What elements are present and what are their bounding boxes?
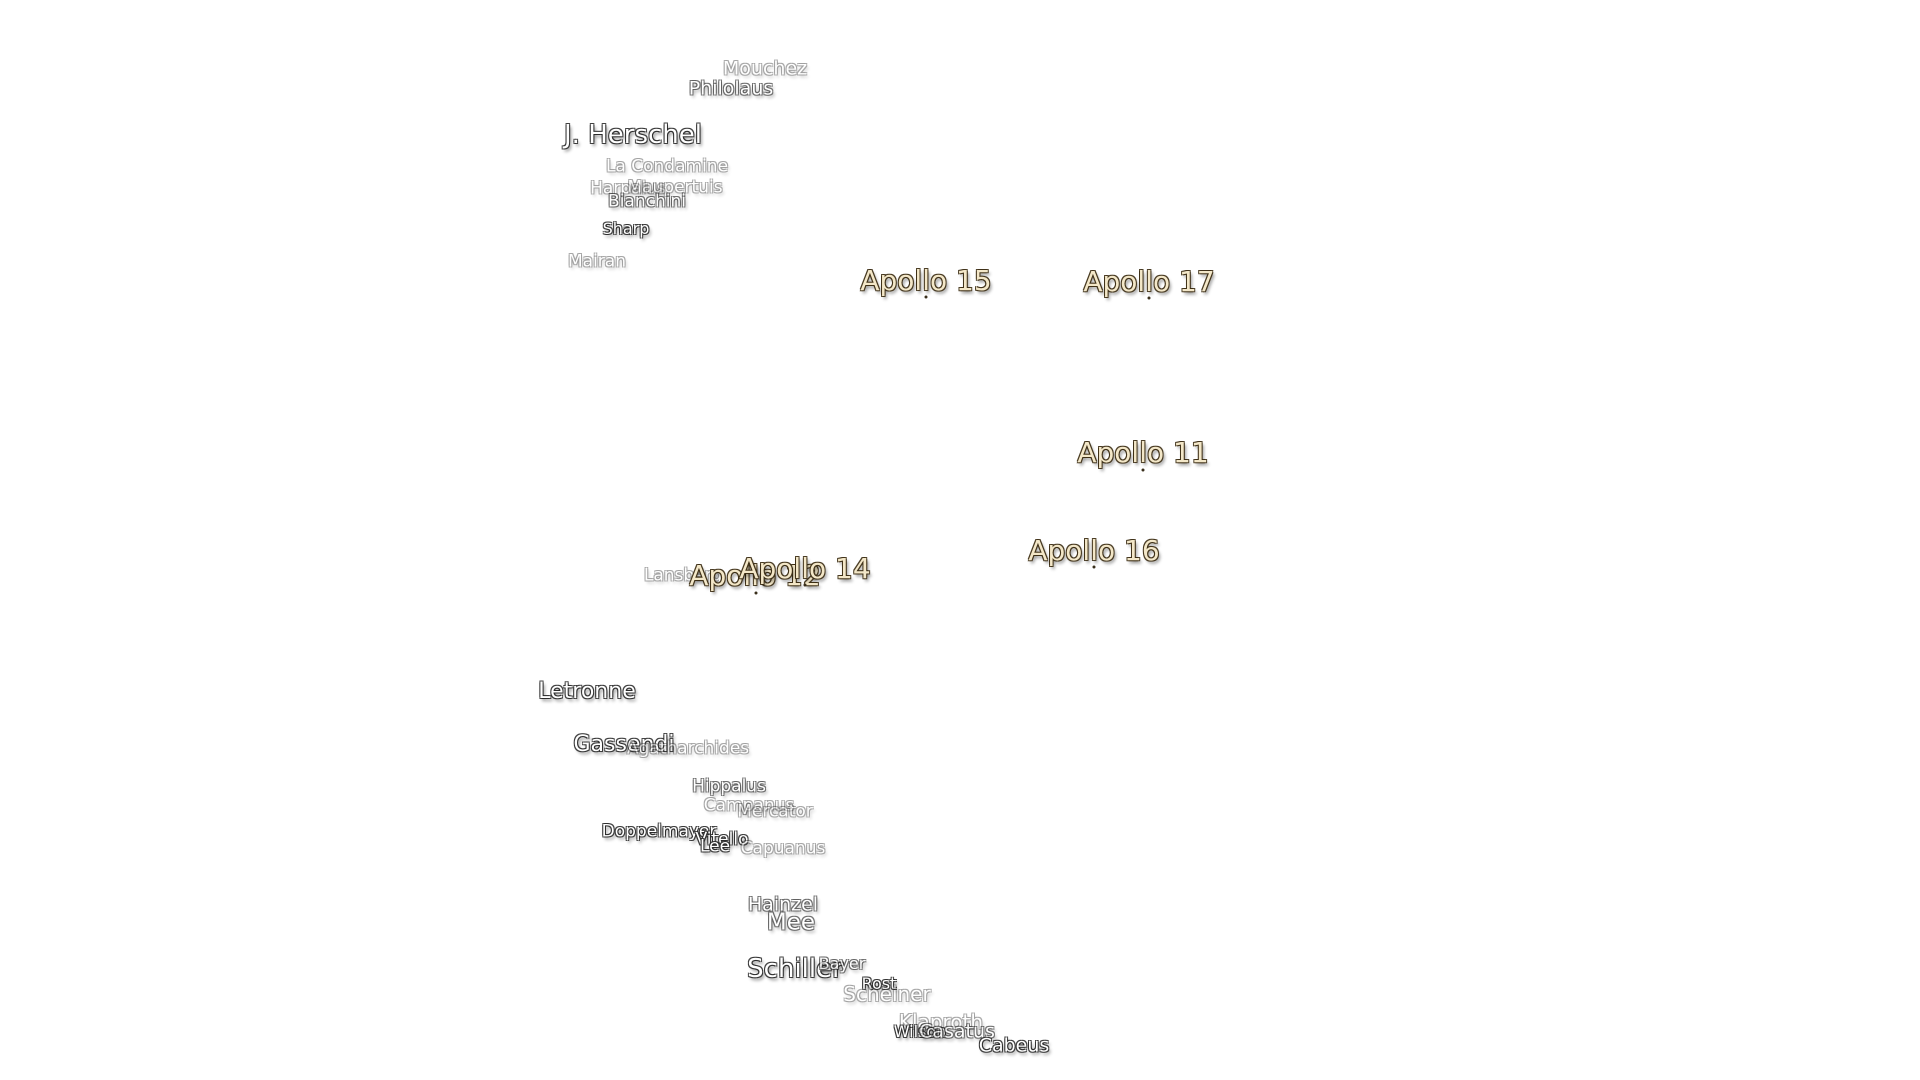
crater-label-scheiner[interactable]: Scheiner — [843, 982, 931, 1006]
crater-label-klaproth[interactable]: Klaproth — [898, 1010, 984, 1034]
crater-label-lansberg[interactable]: Lansberg — [643, 565, 723, 586]
crater-label-schiller[interactable]: Schiller — [747, 954, 843, 984]
crater-label-gassendi[interactable]: Gassendi — [573, 732, 675, 757]
crater-label-la-condamine[interactable]: La Condamine — [605, 156, 729, 177]
crater-label-mairan[interactable]: Mairan — [568, 251, 626, 272]
crater-label-maupertuis[interactable]: Maupertuis — [627, 177, 723, 198]
landing-site-label-apollo-14[interactable]: Apollo 14 — [739, 552, 871, 585]
crater-label-mee[interactable]: Mee — [766, 909, 816, 936]
landing-site-label-apollo-16[interactable]: Apollo 16 — [1028, 534, 1160, 567]
crater-label-capuanus[interactable]: Capuanus — [740, 838, 826, 859]
landing-site-marker-apollo-14[interactable] — [803, 583, 807, 587]
crater-label-hippalus[interactable]: Hippalus — [692, 776, 766, 797]
crater-label-vitello[interactable]: Vitello — [695, 829, 749, 850]
landing-site-marker-apollo-15[interactable] — [924, 295, 928, 299]
landing-site-label-apollo-15[interactable]: Apollo 15 — [860, 264, 992, 297]
crater-label-philolaus[interactable]: Philolaus — [688, 77, 774, 100]
landing-site-marker-apollo-11[interactable] — [1141, 468, 1145, 472]
crater-label-cabeus[interactable]: Cabeus — [978, 1034, 1050, 1057]
landing-site-marker-apollo-16[interactable] — [1092, 565, 1096, 569]
crater-label-rost[interactable]: Rost — [861, 974, 897, 993]
crater-label-sharp[interactable]: Sharp — [602, 219, 650, 238]
crater-label-harpalus[interactable]: Harpalus — [590, 178, 666, 199]
landing-site-label-apollo-11[interactable]: Apollo 11 — [1077, 436, 1209, 469]
crater-label-letronne[interactable]: Letronne — [538, 679, 636, 704]
crater-label-mercator[interactable]: Mercator — [737, 801, 813, 822]
crater-label-campanus[interactable]: Campanus — [703, 795, 795, 816]
landing-site-marker-apollo-17[interactable] — [1147, 296, 1151, 300]
crater-label-mouchez[interactable]: Mouchez — [722, 57, 808, 80]
landing-site-label-apollo-12[interactable]: Apollo 12 — [689, 559, 821, 592]
crater-label-lee[interactable]: Lee — [699, 836, 731, 857]
crater-label-bianchini[interactable]: Bianchini — [608, 191, 686, 212]
landing-site-marker-apollo-12[interactable] — [754, 591, 758, 595]
crater-label-j-herschel[interactable]: J. Herschel — [564, 120, 702, 150]
crater-label-agatharchides[interactable]: Agatharchides — [626, 738, 750, 759]
crater-label-casatus[interactable]: Casatus — [919, 1020, 995, 1043]
crater-label-bayer[interactable]: Bayer — [818, 954, 866, 973]
landing-site-label-apollo-17[interactable]: Apollo 17 — [1083, 265, 1215, 298]
crater-label-doppelmayer[interactable]: Doppelmayer — [601, 821, 717, 842]
crater-label-hainzel[interactable]: Hainzel — [747, 893, 819, 916]
crater-label-wilson[interactable]: Wilson — [893, 1022, 947, 1041]
